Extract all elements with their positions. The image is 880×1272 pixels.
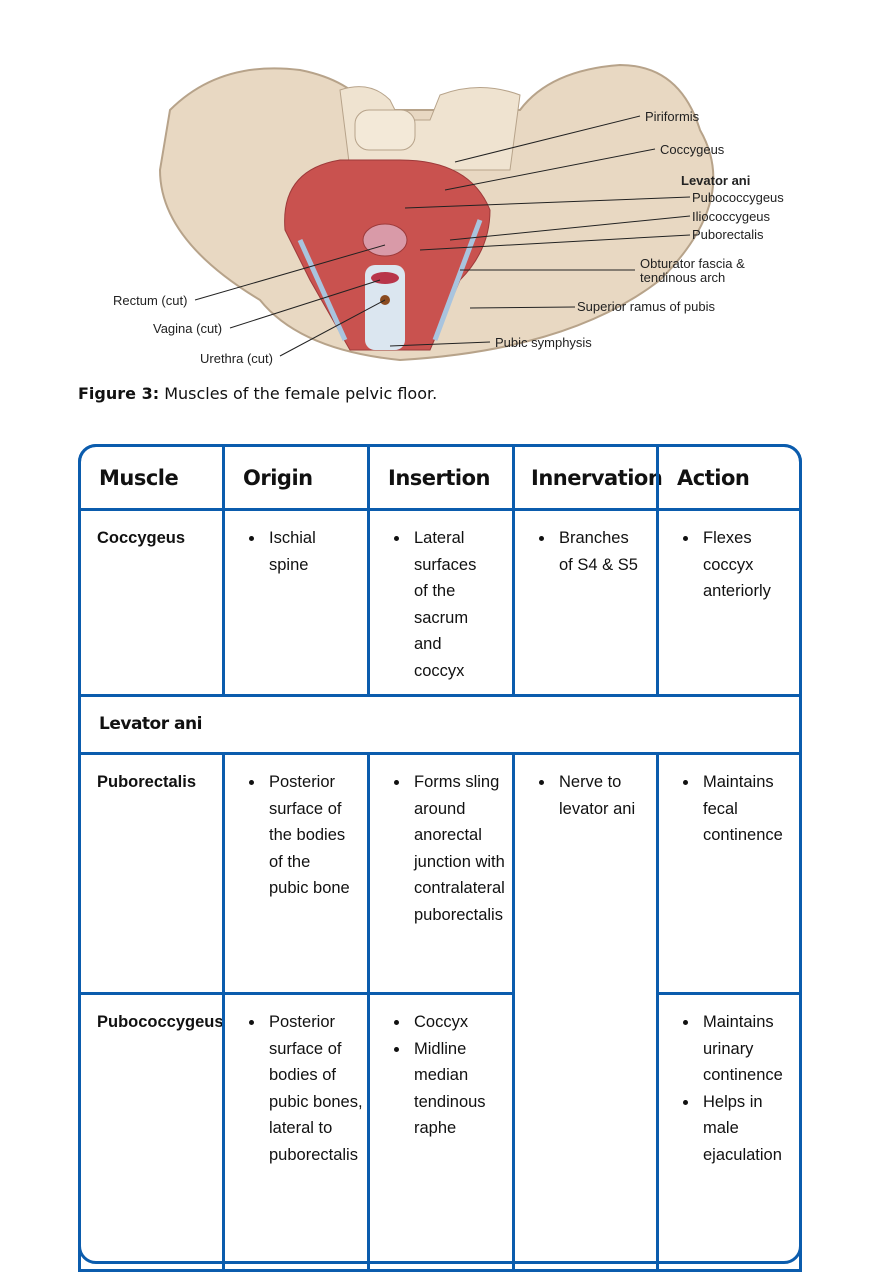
list-item: Ischial spine — [265, 525, 329, 578]
muscle-name: Pubococcygeus — [97, 1013, 224, 1031]
label-urethra: Urethra (cut) — [200, 351, 273, 366]
levator-ani-innervation: Nerve to levator ani — [512, 752, 659, 1272]
label-obturator-2: tendinous arch — [640, 270, 726, 285]
label-iliococcygeus: Iliococcygeus — [692, 209, 771, 224]
levator-ani-group-row: Levator ani — [78, 694, 802, 755]
table-row-pubococcygeus-muscle: Pubococcygeus — [78, 992, 225, 1272]
list-item: Flexes coccyx anteriorly — [699, 525, 783, 605]
caption-label: Figure 3: — [78, 384, 160, 403]
table-row-coccygeus-muscle: Coccygeus — [78, 508, 225, 697]
label-pubic-symphysis: Pubic symphysis — [495, 335, 592, 350]
list-item: Maintains fecal continence — [699, 769, 793, 849]
label-levator-ani: Levator ani — [681, 173, 751, 188]
header-muscle: Muscle — [78, 444, 225, 511]
coccygeus-origin: Ischial spine — [222, 508, 370, 697]
header-insertion: Insertion — [367, 444, 515, 511]
list-item: Posterior surface of bodies of pubic bon… — [265, 1009, 367, 1169]
label-puborectalis: Puborectalis — [692, 227, 764, 242]
label-piriformis: Piriformis — [645, 109, 700, 124]
header-origin: Origin — [222, 444, 370, 511]
list-item: Nerve to levator ani — [555, 769, 659, 822]
pubococcygeus-insertion: CoccyxMidline median tendinous raphe — [367, 992, 515, 1272]
pelvic-floor-muscles-table: Muscle Origin Insertion Innervation Acti… — [78, 444, 802, 1272]
header-action: Action — [656, 444, 802, 511]
label-pubococcygeus: Pubococcygeus — [692, 190, 784, 205]
coccygeus-innervation: Branches of S4 & S5 — [512, 508, 659, 697]
pelvic-floor-illustration — [158, 63, 715, 362]
list-item: Posterior surface of the bodies of the p… — [265, 769, 351, 902]
muscle-name: Puborectalis — [97, 773, 197, 791]
list-item: Maintains urinary continence — [699, 1009, 793, 1089]
list-item: Branches of S4 & S5 — [555, 525, 639, 578]
pelvic-floor-figure: Piriformis Coccygeus Levator ani Pubococ… — [100, 50, 800, 370]
list-item: Lateral surfaces of the sacrum and coccy… — [410, 525, 484, 685]
label-coccygeus: Coccygeus — [660, 142, 725, 157]
coccygeus-insertion: Lateral surfaces of the sacrum and coccy… — [367, 508, 515, 697]
table-row-puborectalis-muscle: Puborectalis — [78, 752, 225, 995]
label-rectum: Rectum (cut) — [113, 293, 188, 308]
puborectalis-action: Maintains fecal continence — [656, 752, 802, 995]
puborectalis-insertion: Forms sling around anorectal junction wi… — [367, 752, 515, 995]
coccygeus-action: Flexes coccyx anteriorly — [656, 508, 802, 697]
list-item: Coccyx — [410, 1009, 504, 1036]
list-item: Forms sling around anorectal junction wi… — [410, 769, 512, 929]
label-superior-ramus: Superior ramus of pubis — [577, 299, 716, 314]
pubococcygeus-origin: Posterior surface of bodies of pubic bon… — [222, 992, 370, 1272]
muscle-name: Coccygeus — [97, 529, 186, 547]
header-innervation: Innervation — [512, 444, 663, 511]
figure-caption: Figure 3: Muscles of the female pelvic f… — [78, 384, 437, 403]
list-item: Midline median tendinous raphe — [410, 1036, 504, 1142]
caption-text: Muscles of the female pelvic floor. — [159, 384, 438, 403]
puborectalis-origin: Posterior surface of the bodies of the p… — [222, 752, 370, 995]
label-vagina: Vagina (cut) — [153, 321, 223, 336]
list-item: Helps in male ejaculation — [699, 1089, 793, 1169]
pubococcygeus-action: Maintains urinary continenceHelps in mal… — [656, 992, 802, 1272]
label-obturator-1: Obturator fascia & — [640, 256, 745, 271]
